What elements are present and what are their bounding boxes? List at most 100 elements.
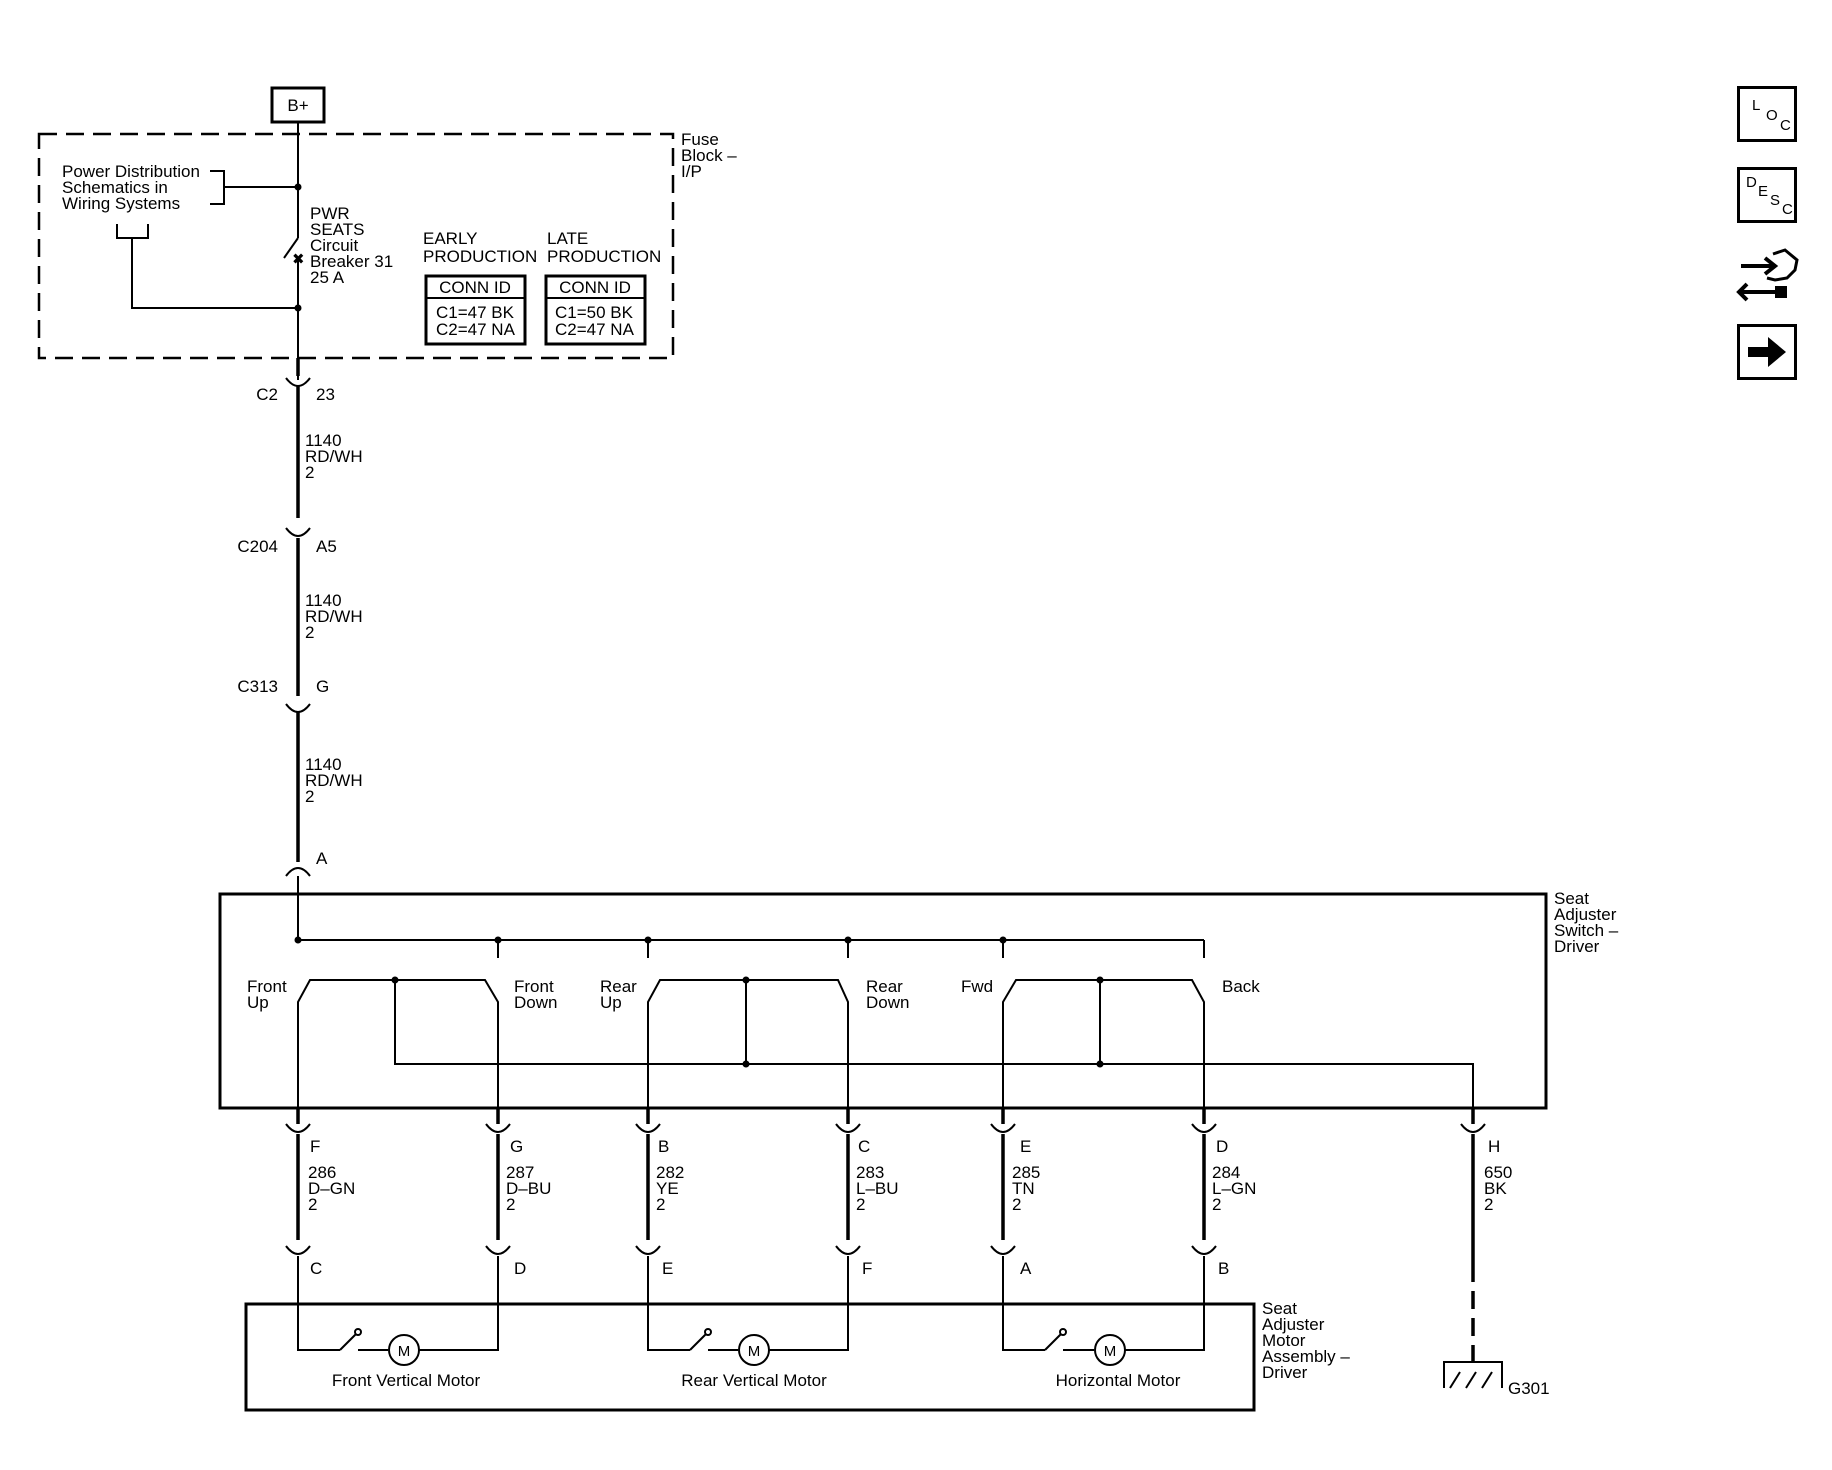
motor-pin-d: D	[514, 1259, 526, 1278]
late-conn-id-header: CONN ID	[559, 278, 631, 297]
late-conn-row: C2=47 NA	[555, 320, 635, 339]
switch-position-front-down: Front Down	[514, 977, 558, 1012]
splice-dot	[844, 936, 852, 944]
wire-label-1140-c: 1140 RD/WH 2	[305, 755, 367, 806]
switch-pin-f: F	[310, 1137, 320, 1156]
location-button[interactable]: L O C	[1737, 86, 1797, 142]
switch-pin-h: H	[1488, 1137, 1500, 1156]
loc-letter: C	[1780, 117, 1791, 134]
late-production-table	[544, 274, 647, 346]
late-conn-row: C1=50 BK	[555, 303, 634, 322]
power-distribution-return	[131, 238, 298, 309]
battery-supply-label: B+	[287, 96, 308, 115]
splice-dot	[494, 936, 502, 944]
connector-c2-label: C2	[256, 385, 278, 404]
connector-c204-symbol	[285, 527, 311, 537]
connector-c313-symbol	[285, 703, 311, 713]
switch-ground-bus	[394, 980, 1474, 1122]
early-conn-row: C2=47 NA	[436, 320, 516, 339]
service-procedure-icon[interactable]	[1735, 244, 1801, 306]
output-circuit-g	[430, 1108, 511, 1351]
arrow-right-icon	[1748, 337, 1786, 367]
switch-pin-g: G	[510, 1137, 523, 1156]
output-circuit-e	[990, 1108, 1045, 1351]
late-production-title: LATE PRODUCTION	[547, 229, 661, 266]
output-circuit-b	[635, 1108, 690, 1351]
description-button[interactable]: D E S C	[1737, 167, 1797, 223]
connector-switch-a-symbol	[285, 867, 311, 877]
power-distribution-reference: Power Distribution Schematics in Wiring …	[62, 162, 205, 213]
motor-pin-e: E	[662, 1259, 673, 1278]
power-distribution-bracket-lower	[116, 224, 149, 239]
desc-letter: C	[1782, 201, 1793, 218]
circuit-breaker-label: PWR SEATS Circuit Breaker 31 25 A	[310, 204, 398, 287]
splice-dot	[294, 183, 302, 191]
splice-dot	[644, 936, 652, 944]
switch-position-rear-up: Rear Up	[600, 977, 642, 1012]
output-circuit-c	[782, 1108, 861, 1351]
switch-common-bus	[297, 876, 1204, 941]
motor-pin-c: C	[310, 1259, 322, 1278]
motor-pin-b: B	[1218, 1259, 1229, 1278]
motor-symbol: M	[398, 1343, 411, 1360]
horizontal-switch-contacts	[1002, 979, 1205, 1122]
splice-dot	[742, 976, 750, 984]
desc-letter: D	[1746, 174, 1757, 191]
seat-adjuster-switch-box	[218, 892, 1548, 1110]
switch-pin-d: D	[1216, 1137, 1228, 1156]
output-circuit-f	[285, 1108, 340, 1351]
ground-circuit-h	[1443, 1108, 1503, 1389]
switch-position-back: Back	[1222, 977, 1260, 996]
next-page-button[interactable]	[1737, 324, 1797, 380]
fuse-block-outline	[37, 132, 675, 360]
wire-label-283: 283 L–BU 2	[856, 1163, 903, 1214]
early-production-table	[424, 274, 527, 346]
connector-c313-pin: G	[316, 677, 329, 696]
front-switch-contacts	[297, 979, 499, 1122]
wire-label-650: 650 BK 2	[1484, 1163, 1517, 1214]
splice-dot	[1096, 1060, 1104, 1068]
splice-dot	[294, 304, 302, 312]
wire-label-284: 284 L–GN 2	[1212, 1163, 1261, 1214]
switch-bus-drops	[497, 940, 1205, 958]
wire-label-286: 286 D–GN 2	[308, 1163, 360, 1214]
seat-adjuster-switch-label: Seat Adjuster Switch – Driver	[1554, 889, 1623, 956]
motor-symbol: M	[1104, 1343, 1117, 1360]
splice-dot	[1096, 976, 1104, 984]
output-circuit-d	[1136, 1108, 1217, 1351]
switch-position-rear-down: Rear Down	[866, 977, 909, 1012]
horizontal-motor-label: Horizontal Motor	[1056, 1371, 1181, 1390]
connector-c2-pin: 23	[316, 385, 335, 404]
splice-dot	[294, 936, 302, 944]
switch-pin-c: C	[858, 1137, 870, 1156]
wire-label-1140-b: 1140 RD/WH 2	[305, 591, 367, 642]
ground-g301-label: G301	[1508, 1379, 1550, 1398]
motor-symbol: M	[748, 1343, 761, 1360]
rear-switch-contacts	[647, 979, 849, 1122]
splice-dot	[742, 1060, 750, 1068]
switch-position-front-up: Front Up	[247, 977, 291, 1012]
motor-pin-f: F	[862, 1259, 872, 1278]
early-conn-row: C1=47 BK	[436, 303, 515, 322]
rear-vertical-motor	[689, 1328, 782, 1366]
switch-input-pin: A	[316, 849, 328, 868]
horizontal-motor	[1044, 1328, 1136, 1366]
fuse-block-label: Fuse Block – I/P	[681, 130, 741, 181]
wire-label-285: 285 TN 2	[1012, 1163, 1045, 1214]
splice-dot	[391, 976, 399, 984]
loc-letter: L	[1752, 97, 1761, 114]
wire-label-287: 287 D–BU 2	[506, 1163, 556, 1214]
desc-letter: E	[1758, 183, 1769, 200]
front-vertical-motor-label: Front Vertical Motor	[332, 1371, 481, 1390]
loc-letter: O	[1766, 107, 1778, 124]
switch-position-fwd: Fwd	[961, 977, 993, 996]
early-conn-id-header: CONN ID	[439, 278, 511, 297]
circuit-breaker-symbol	[283, 237, 299, 259]
early-production-title: EARLY PRODUCTION	[423, 229, 537, 266]
connector-c204-pin: A5	[316, 537, 337, 556]
connector-c204-label: C204	[237, 537, 278, 556]
hand-wrench-icon	[1736, 248, 1799, 302]
desc-letter: S	[1770, 192, 1781, 209]
motor-pin-a: A	[1020, 1259, 1032, 1278]
